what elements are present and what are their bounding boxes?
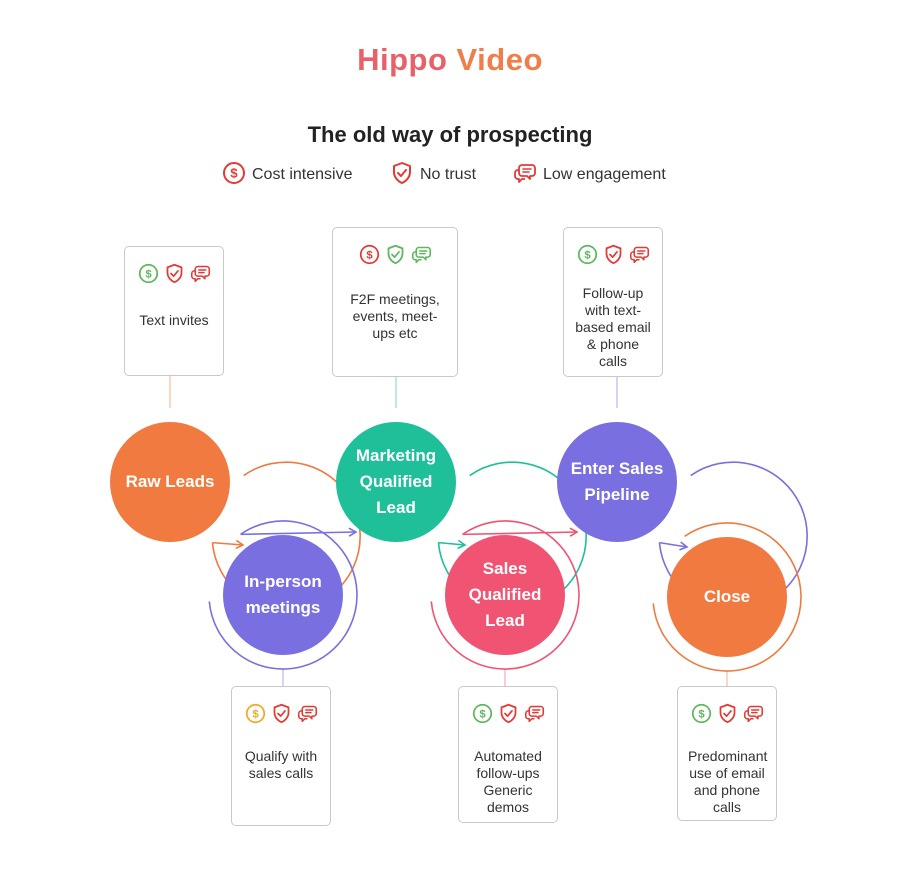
logo-text-hippo: Hippo bbox=[357, 42, 448, 77]
dollar-icon: $ bbox=[138, 263, 159, 288]
flow-arrow-line bbox=[462, 531, 578, 536]
stage-label: Marketing Qualified Lead bbox=[355, 446, 437, 517]
flow-arrow-line bbox=[438, 541, 466, 546]
page-title: The old way of prospecting bbox=[307, 122, 593, 147]
note-icons: $ bbox=[678, 703, 776, 728]
note-box-in-person-meetings: $ Qualify with sales calls bbox=[231, 686, 331, 826]
svg-text:$: $ bbox=[230, 165, 238, 180]
note-box-close: $ Predominant use of email and phone call… bbox=[677, 686, 777, 821]
svg-text:$: $ bbox=[145, 268, 152, 280]
dollar-icon: $ bbox=[691, 703, 712, 728]
chat-bubble-icon bbox=[411, 244, 432, 269]
note-box-marketing-qualified-lead: $ F2F meetings, events, meet-ups etc bbox=[332, 227, 458, 377]
flow-arrowhead bbox=[457, 539, 467, 550]
flow-arrowhead bbox=[569, 527, 579, 537]
stage-label: Sales Qualified Lead bbox=[468, 559, 542, 630]
stage-raw-leads: Raw Leads bbox=[110, 422, 230, 542]
stage-label: In-person meetings bbox=[244, 572, 322, 617]
legend-label-trust: No trust bbox=[420, 166, 477, 183]
chat-bubble-icon bbox=[190, 263, 211, 288]
svg-text:$: $ bbox=[252, 708, 259, 720]
note-icons: $ bbox=[125, 263, 223, 288]
flow-arrow-line bbox=[240, 531, 357, 536]
legend-label-cost: Cost intensive bbox=[252, 166, 353, 183]
dollar-icon: $ bbox=[577, 244, 598, 269]
legend-cost-intensive: $ Cost intensive bbox=[222, 160, 353, 190]
hippo-video-logo: Hippo Video bbox=[0, 42, 900, 78]
stage-label: Close bbox=[703, 587, 751, 606]
dollar-icon: $ bbox=[222, 161, 252, 190]
shield-check-icon bbox=[498, 703, 519, 728]
stage-label: Raw Leads bbox=[125, 472, 215, 491]
flow-arrow-line bbox=[659, 541, 688, 548]
stage-sales-qualified-lead: Sales Qualified Lead bbox=[445, 535, 565, 655]
note-box-sales-qualified-lead: $ Automated follow-ups Generic demos bbox=[458, 686, 558, 823]
legend-label-engagement: Low engagement bbox=[543, 166, 666, 183]
stage-ring-sales-qualified-lead bbox=[430, 520, 580, 670]
note-text: Qualify with sales calls bbox=[244, 748, 318, 781]
note-icons: $ bbox=[564, 244, 662, 269]
legend-low-engagement: Low engagement bbox=[513, 160, 666, 190]
note-text: F2F meetings, events, meet-ups etc bbox=[350, 291, 440, 341]
svg-text:$: $ bbox=[366, 249, 373, 261]
stage-enter-sales-pipeline: Enter Sales Pipeline bbox=[557, 422, 677, 542]
dollar-icon: $ bbox=[359, 244, 380, 269]
stage-ring-in-person-meetings bbox=[208, 520, 358, 670]
chat-bubble-icon bbox=[513, 161, 543, 190]
shield-check-icon bbox=[164, 263, 185, 288]
note-text: Follow-up with text-based email & phone … bbox=[575, 285, 651, 369]
svg-text:$: $ bbox=[698, 708, 705, 720]
shield-check-icon bbox=[603, 244, 624, 269]
note-text: Automated follow-ups Generic demos bbox=[474, 748, 542, 815]
legend-no-trust: No trust bbox=[390, 160, 476, 190]
note-icons: $ bbox=[459, 703, 557, 728]
flow-arrow-line bbox=[212, 541, 244, 546]
note-text: Text invites bbox=[139, 312, 209, 328]
stage-close: Close bbox=[667, 537, 787, 657]
stage-ring-close bbox=[652, 522, 802, 672]
logo-text-video: Video bbox=[456, 42, 543, 77]
flow-arrowhead bbox=[679, 541, 689, 551]
chat-bubble-icon bbox=[524, 703, 545, 728]
shield-check-icon bbox=[390, 161, 420, 190]
flow-arrowhead bbox=[348, 527, 358, 537]
dollar-icon: $ bbox=[472, 703, 493, 728]
flow-arrowhead bbox=[235, 539, 245, 550]
shield-check-icon bbox=[385, 244, 406, 269]
chat-bubble-icon bbox=[743, 703, 764, 728]
shield-check-icon bbox=[717, 703, 738, 728]
note-text: Predominant use of email and phone calls bbox=[688, 748, 768, 815]
chat-bubble-icon bbox=[297, 703, 318, 728]
svg-text:$: $ bbox=[584, 249, 591, 261]
chat-bubble-icon bbox=[629, 244, 650, 269]
note-box-raw-leads: $ Text invites bbox=[124, 246, 224, 376]
note-icons: $ bbox=[333, 244, 457, 269]
svg-text:$: $ bbox=[479, 708, 486, 720]
stage-label: Enter Sales Pipeline bbox=[570, 459, 664, 504]
stage-in-person-meetings: In-person meetings bbox=[223, 535, 343, 655]
dollar-icon: $ bbox=[245, 703, 266, 728]
note-icons: $ bbox=[232, 703, 330, 728]
shield-check-icon bbox=[271, 703, 292, 728]
stage-marketing-qualified-lead: Marketing Qualified Lead bbox=[336, 422, 456, 542]
note-box-enter-sales-pipeline: $ Follow-up with text-based email & phone… bbox=[563, 227, 663, 377]
